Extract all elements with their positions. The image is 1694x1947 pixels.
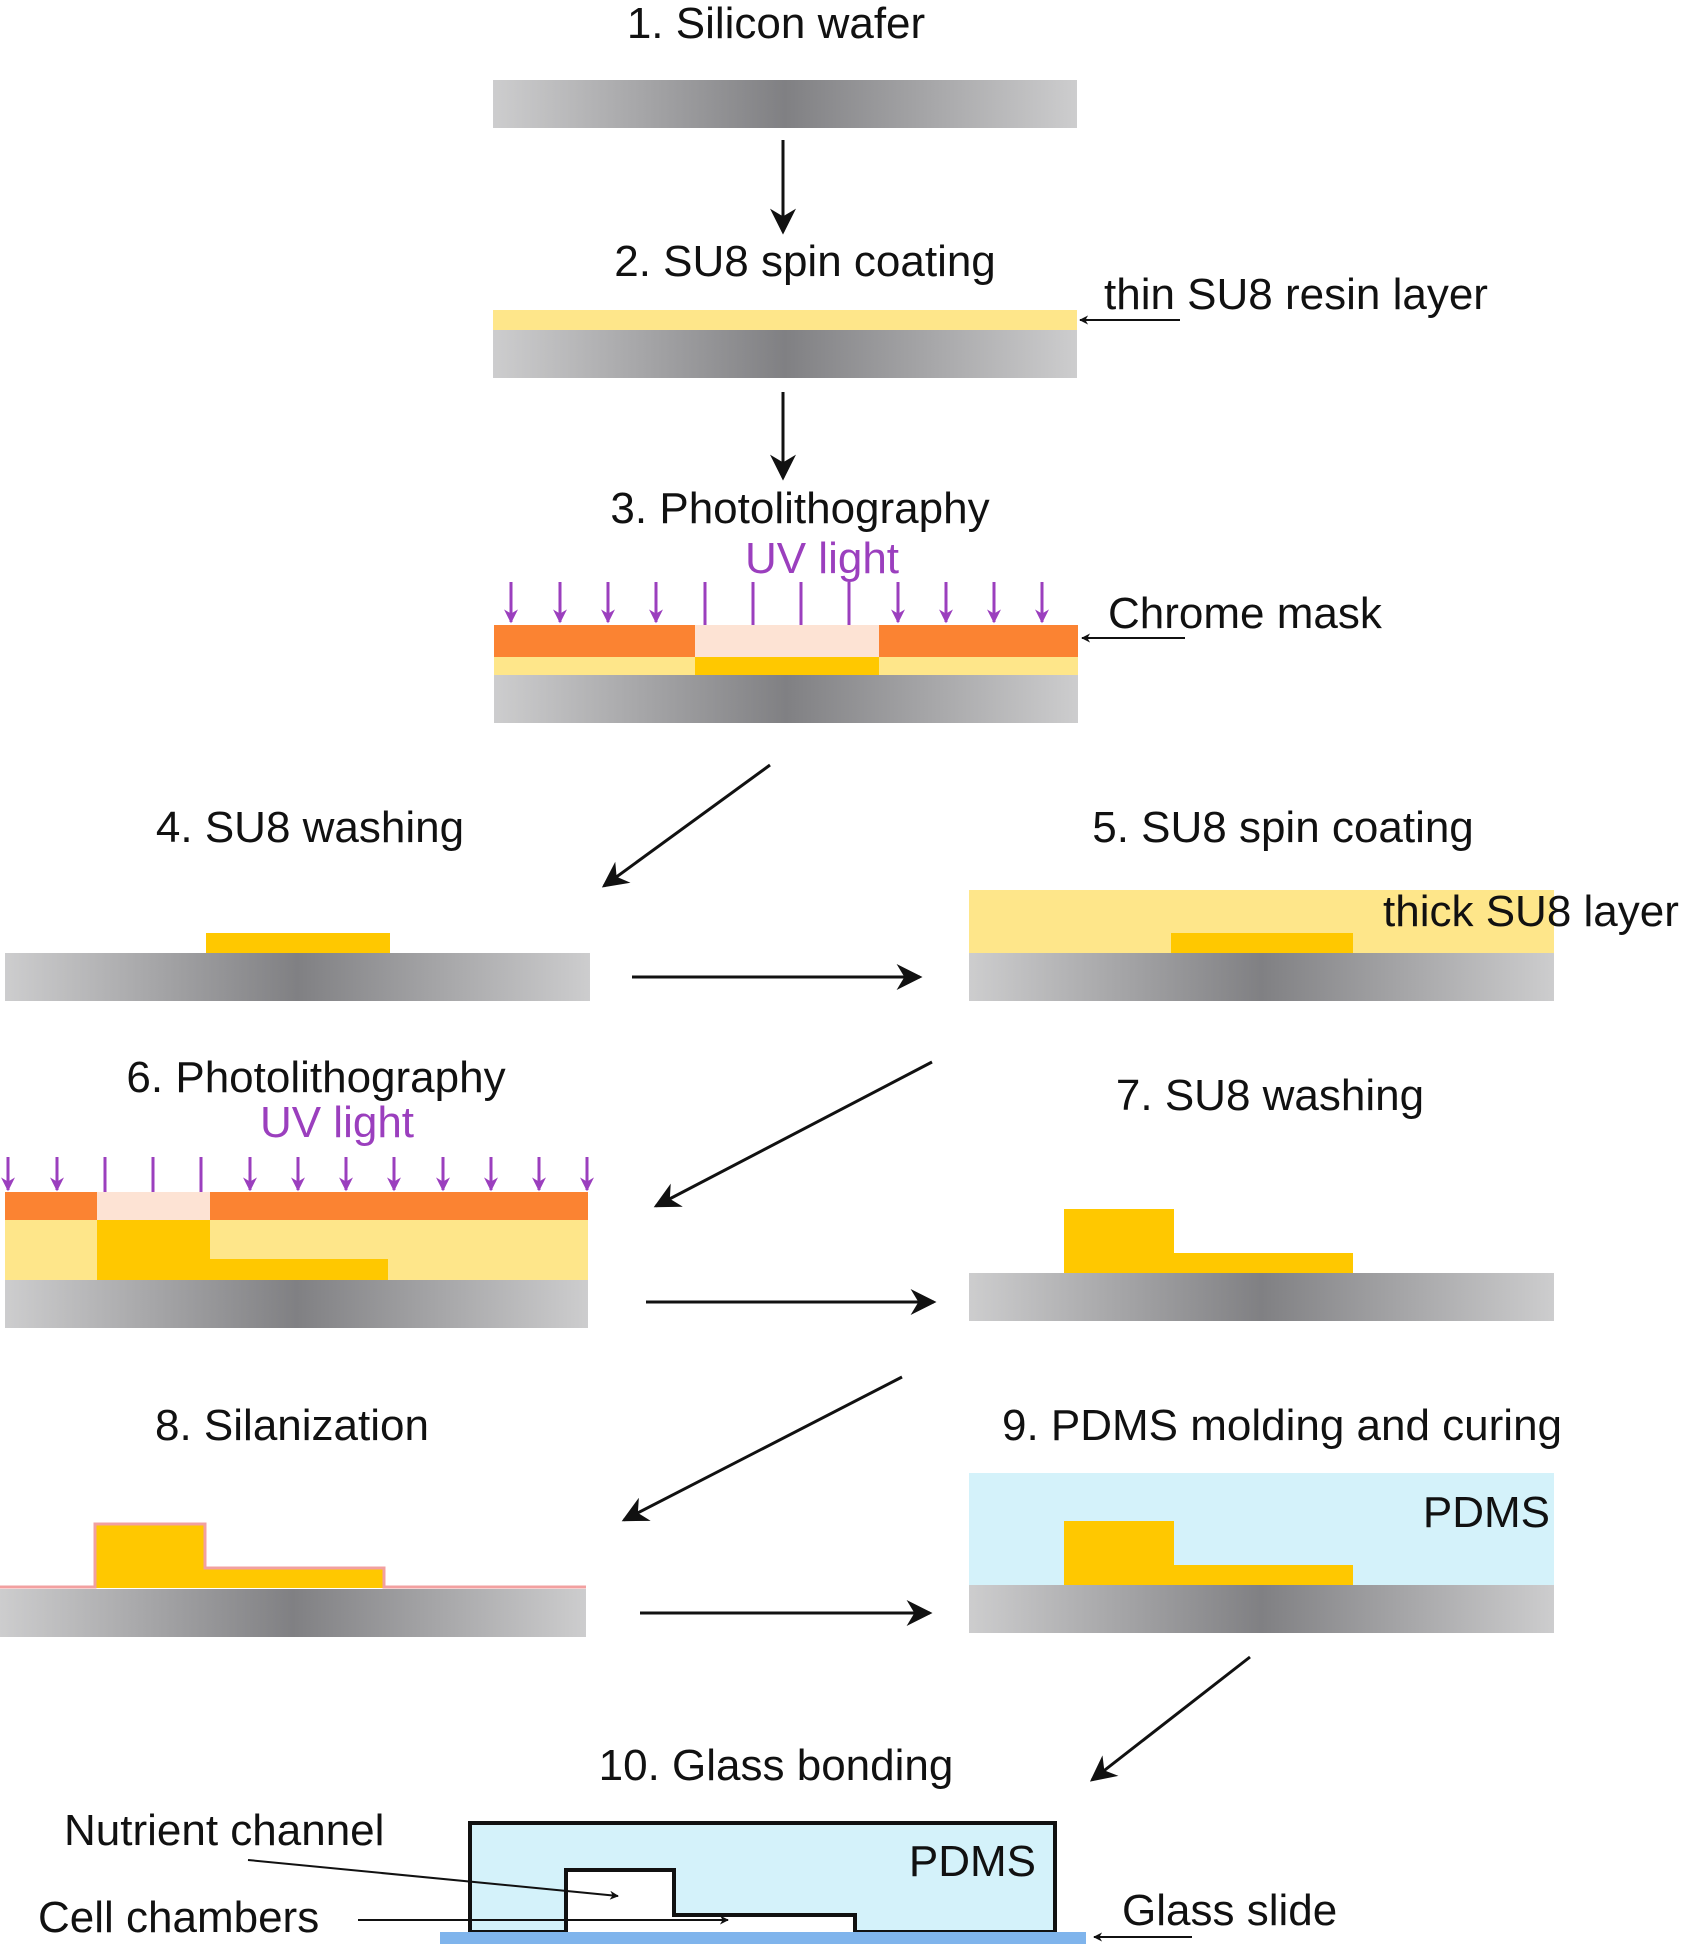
silicon-wafer [969, 1585, 1554, 1633]
chrome-mask-right [210, 1192, 588, 1220]
step-3: 3. Photolithography UV light Chrome mask [494, 484, 1383, 723]
step-1: 1. Silicon wafer [493, 0, 1077, 128]
mask-opening [695, 625, 879, 657]
su8-feature [210, 1259, 388, 1280]
step-3-title: 3. Photolithography [610, 484, 989, 533]
chrome-mask-left [5, 1192, 97, 1220]
step-2-title: 2. SU8 spin coating [614, 237, 996, 286]
silane-coating [0, 1522, 586, 1589]
step-9-title: 9. PDMS molding and curing [1002, 1401, 1562, 1450]
step-7: 7. SU8 washing [969, 1071, 1554, 1321]
step-7-title: 7. SU8 washing [1116, 1071, 1424, 1120]
step-6: 6. Photolithography UV light [1, 1053, 594, 1328]
su8-feature [1174, 1565, 1353, 1585]
step-2: 2. SU8 spin coating thin SU8 resin layer [493, 237, 1488, 378]
step-10-title: 10. Glass bonding [599, 1741, 954, 1790]
step-5: 5. SU8 spin coating thick SU8 layer [969, 803, 1679, 1001]
arrow-5-6 [653, 1060, 933, 1208]
su8-tall-feature [95, 1524, 205, 1588]
silicon-wafer [493, 80, 1077, 128]
silicon-wafer [493, 330, 1077, 378]
exposed-su8 [695, 657, 879, 675]
cell-chambers-label: Cell chambers [38, 1893, 319, 1942]
arrow-7-8 [621, 1375, 903, 1522]
su8-feature [205, 1568, 384, 1588]
silicon-wafer [494, 675, 1078, 723]
step-10: 10. Glass bonding PDMS Nutrient channel … [38, 1741, 1337, 1944]
silicon-wafer [0, 1589, 586, 1637]
su8-tall-feature [1064, 1209, 1174, 1273]
su8-tall-feature [1064, 1521, 1174, 1585]
su8-feature [206, 933, 390, 953]
glass-slide [440, 1932, 1086, 1944]
uv-light-label: UV light [745, 534, 899, 583]
arrow-9-10 [1089, 1655, 1251, 1782]
uv-light-label: UV light [260, 1098, 414, 1147]
nutrient-channel-label: Nutrient channel [64, 1806, 384, 1855]
arrow-3-4 [601, 763, 771, 888]
thin-su8-label: thin SU8 resin layer [1104, 270, 1488, 319]
step-8-title: 8. Silanization [155, 1401, 429, 1450]
thick-su8-label: thick SU8 layer [1383, 887, 1679, 936]
pdms-label: PDMS [909, 1837, 1036, 1886]
step-4: 4. SU8 washing [5, 803, 590, 1001]
chrome-mask-left [494, 625, 695, 657]
step-9: 9. PDMS molding and curing PDMS [969, 1401, 1562, 1633]
step-5-title: 5. SU8 spin coating [1092, 803, 1474, 852]
silicon-wafer [969, 953, 1554, 1001]
thin-su8-layer [493, 310, 1077, 330]
step-6-title: 6. Photolithography [126, 1053, 505, 1102]
su8-feature [1174, 1253, 1353, 1273]
step-8: 8. Silanization [0, 1401, 586, 1637]
exposed-su8 [97, 1220, 210, 1280]
silicon-wafer [5, 953, 590, 1001]
step-4-title: 4. SU8 washing [156, 803, 464, 852]
step-1-title: 1. Silicon wafer [627, 0, 925, 48]
nutrient-channel-pointer [247, 1859, 619, 1900]
chrome-mask-label: Chrome mask [1108, 589, 1383, 638]
chrome-mask-right [879, 625, 1078, 657]
su8-feature [1171, 933, 1353, 953]
silicon-wafer [5, 1280, 588, 1328]
silicon-wafer [969, 1273, 1554, 1321]
glass-slide-label: Glass slide [1122, 1886, 1337, 1935]
mask-opening [97, 1192, 210, 1220]
pdms-label: PDMS [1423, 1488, 1550, 1537]
